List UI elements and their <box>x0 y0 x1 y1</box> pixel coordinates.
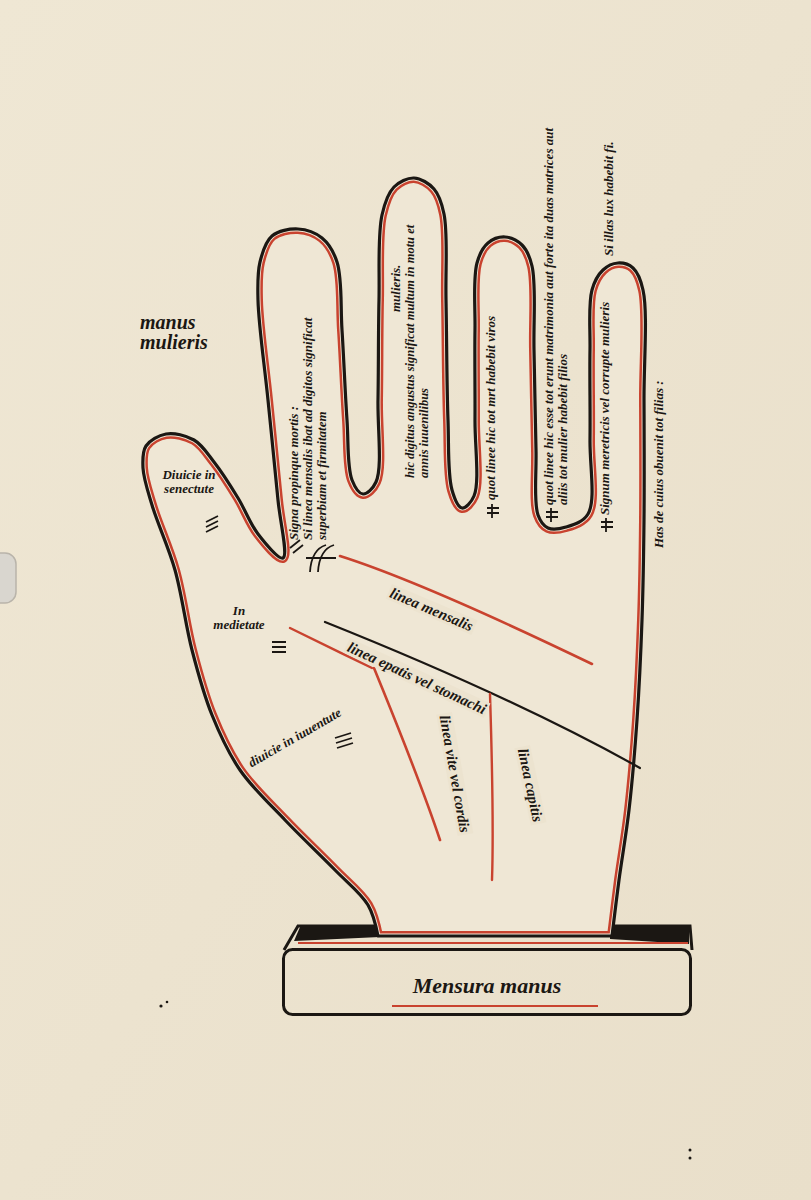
tally-mark <box>290 540 303 553</box>
plinth-bar <box>610 927 689 944</box>
finger-inscription: Si linea mensalis ibat ad digitos signif… <box>301 268 329 540</box>
tally-mark <box>487 504 499 518</box>
margin-inscription: Si illas lux habebit fi. <box>602 106 616 256</box>
linea-mensalis-line <box>340 556 592 664</box>
thumb-inscription: In medietate <box>208 604 270 632</box>
finger-inscription: mulieris. <box>389 217 403 312</box>
finger-inscription: hic digitus angustus significat multum i… <box>404 216 431 478</box>
plaque-title: Mensura manus <box>413 974 562 998</box>
hand-figure: Signa propinque mortis :Si linea mensali… <box>140 170 655 945</box>
base-plaque: Mensura manus <box>282 948 692 1016</box>
finger-inscription: quot linee hic tot mrt habebit viros <box>484 280 498 500</box>
margin-inscription: Has de cuius obuenit tot filias : <box>652 108 666 548</box>
ink-dot <box>689 1149 692 1152</box>
page-tab <box>0 553 16 603</box>
finger-inscription: Signa propinque mortis : <box>287 268 301 540</box>
plinth-bar <box>294 927 380 941</box>
tally-mark <box>335 733 353 748</box>
hand-red-rim <box>143 178 646 936</box>
margin-inscription: quot linee hic esse tot erunt matrimonia… <box>542 110 570 505</box>
hand-drawing <box>143 178 646 936</box>
ink-dot <box>689 1157 692 1160</box>
tally-mark <box>206 516 218 532</box>
linea-capitis-line <box>490 694 493 880</box>
linea-vite-line <box>374 668 440 840</box>
tally-mark <box>546 508 558 522</box>
hand-black-outline <box>143 178 646 936</box>
title-underline <box>392 1005 598 1007</box>
hand-heading: manus mulieris <box>140 312 258 352</box>
linea-epatis-line <box>325 622 640 768</box>
hand-rim-gap <box>143 178 646 936</box>
ink-dot <box>159 1004 162 1007</box>
finger-inscription: Signum meretricis vel corrupte mulieris <box>598 300 612 515</box>
plaque-border <box>284 950 691 1015</box>
tally-mark <box>272 642 286 652</box>
thumb-inscription: Diuicie in senectute <box>160 468 218 496</box>
hand-fill <box>143 178 646 936</box>
plinth-red-rule <box>298 942 688 944</box>
tally-mark <box>601 518 613 532</box>
tally-mark <box>306 545 336 572</box>
ink-dot <box>166 1001 169 1004</box>
